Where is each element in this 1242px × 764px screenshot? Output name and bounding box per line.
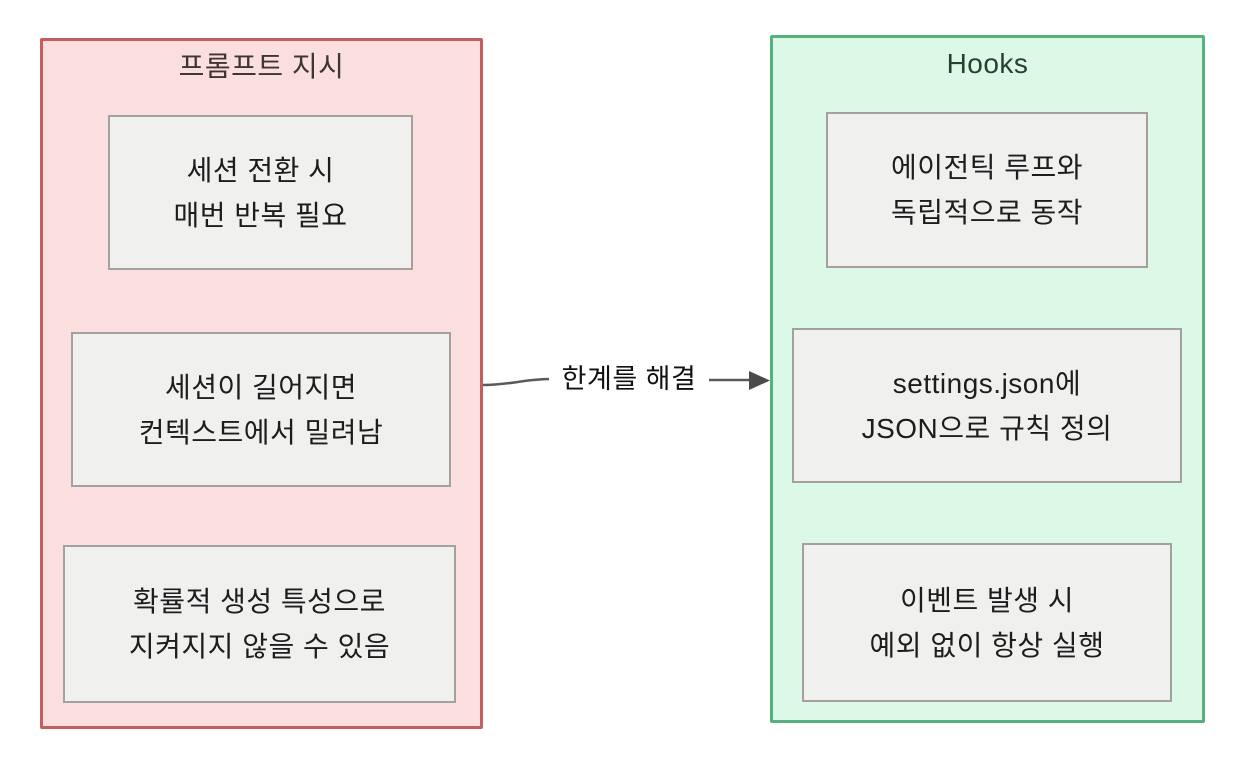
node-text-line: JSON으로 규칙 정의 bbox=[861, 412, 1113, 444]
node-session-switch-repeat: 세션 전환 시 매번 반복 필요 bbox=[108, 115, 413, 270]
node-text-line: 지켜지지 않을 수 있음 bbox=[128, 631, 391, 662]
group-hooks-title: Hooks bbox=[946, 48, 1029, 79]
node-text-line: 예외 없이 항상 실행 bbox=[869, 629, 1105, 661]
node-text-line: 세션 전환 시 bbox=[186, 154, 335, 186]
node-text-line: 매번 반복 필요 bbox=[173, 199, 348, 231]
node-probabilistic-generation: 확률적 생성 특성으로 지켜지지 않을 수 있음 bbox=[63, 545, 456, 703]
group-prompt-instructions: 프롬프트 지시 세션 전환 시 매번 반복 필요 세션이 길어지면 컨텍스트에서… bbox=[40, 38, 483, 729]
node-settings-json-rules: settings.json에 JSON으로 규칙 정의 bbox=[792, 328, 1182, 483]
node-text-line: 컨텍스트에서 밀려남 bbox=[138, 416, 384, 448]
arrowhead-icon bbox=[749, 371, 770, 390]
group-prompt-instructions-title: 프롬프트 지시 bbox=[178, 51, 345, 82]
node-text-line: 세션이 길어지면 bbox=[164, 371, 358, 403]
node-agentic-loop-independent: 에이전틱 루프와 독립적으로 동작 bbox=[826, 112, 1148, 268]
connector-label: 한계를 해결 bbox=[549, 360, 709, 398]
node-text-line: 확률적 생성 특성으로 bbox=[133, 586, 386, 617]
group-hooks: Hooks 에이전틱 루프와 독립적으로 동작 settings.json에 J… bbox=[770, 35, 1205, 723]
node-context-pushed-out: 세션이 길어지면 컨텍스트에서 밀려남 bbox=[71, 332, 451, 487]
node-text-line: 에이전틱 루프와 bbox=[890, 152, 1084, 183]
node-text-line: 독립적으로 동작 bbox=[890, 197, 1084, 228]
node-text-line: 이벤트 발생 시 bbox=[899, 584, 1075, 616]
node-event-always-run: 이벤트 발생 시 예외 없이 항상 실행 bbox=[802, 543, 1172, 702]
node-text-line: settings.json에 bbox=[892, 367, 1082, 399]
